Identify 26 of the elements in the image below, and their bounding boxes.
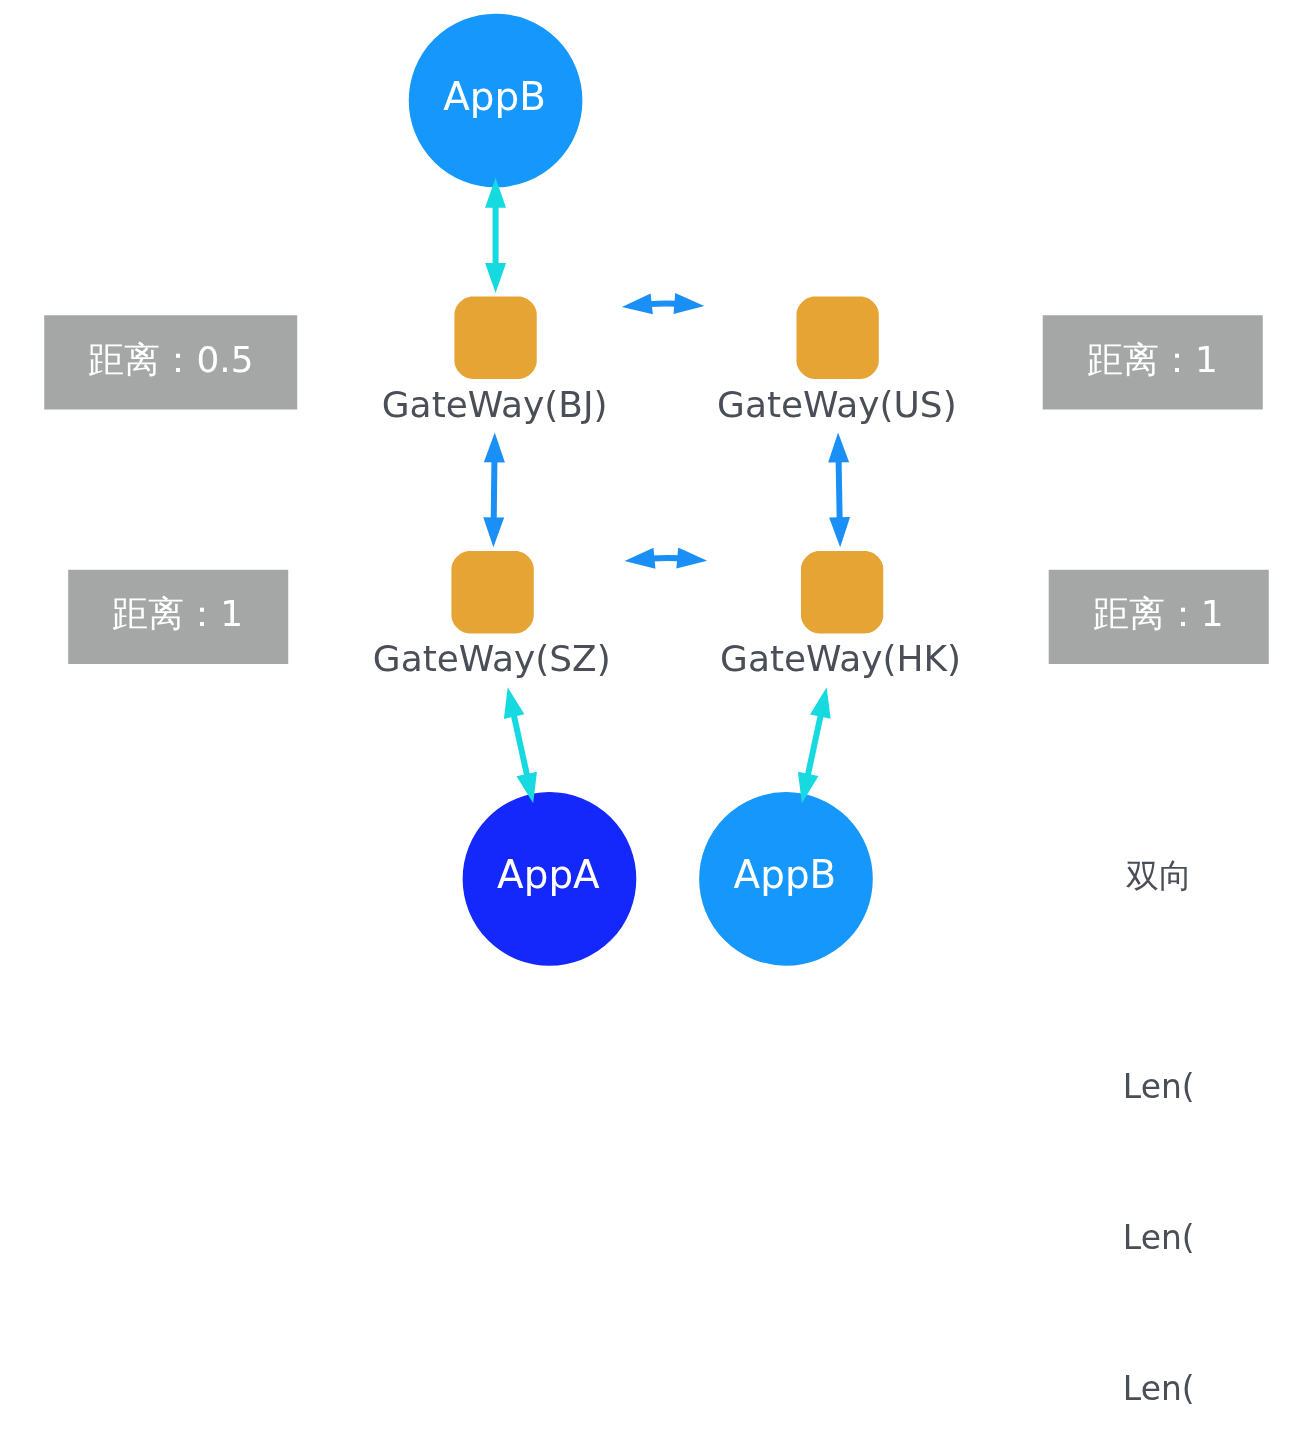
label: Len( — [1122, 1217, 1195, 1257]
node-box: 距离：1 — [67, 569, 288, 665]
node-label: GateWay(US) — [716, 383, 957, 425]
arrow — [503, 687, 537, 804]
node-circle: AppB — [698, 792, 873, 966]
label: Len( — [1122, 1066, 1195, 1106]
node-label: GateWay(BJ) — [381, 383, 608, 425]
node-box — [453, 296, 537, 379]
arrow — [827, 432, 850, 548]
arrow — [482, 432, 505, 548]
node-label: GateWay(SZ) — [372, 638, 611, 680]
node-box: 距离：0.5 — [43, 315, 297, 410]
node-box — [800, 551, 883, 634]
node-box — [450, 551, 534, 634]
label: 双向 — [1125, 856, 1192, 896]
node-box: 距离：1 — [1048, 569, 1269, 665]
arrow — [624, 547, 707, 569]
node-box — [795, 296, 879, 379]
arrow — [797, 687, 831, 804]
node-box: 距离：1 — [1042, 315, 1263, 410]
label: Len( — [1122, 1369, 1195, 1409]
node-label: GateWay(HK) — [719, 638, 961, 680]
node-circle: AppA — [462, 792, 636, 966]
arrow — [621, 293, 704, 315]
node-circle: AppB — [408, 13, 582, 188]
arrow — [484, 177, 506, 293]
